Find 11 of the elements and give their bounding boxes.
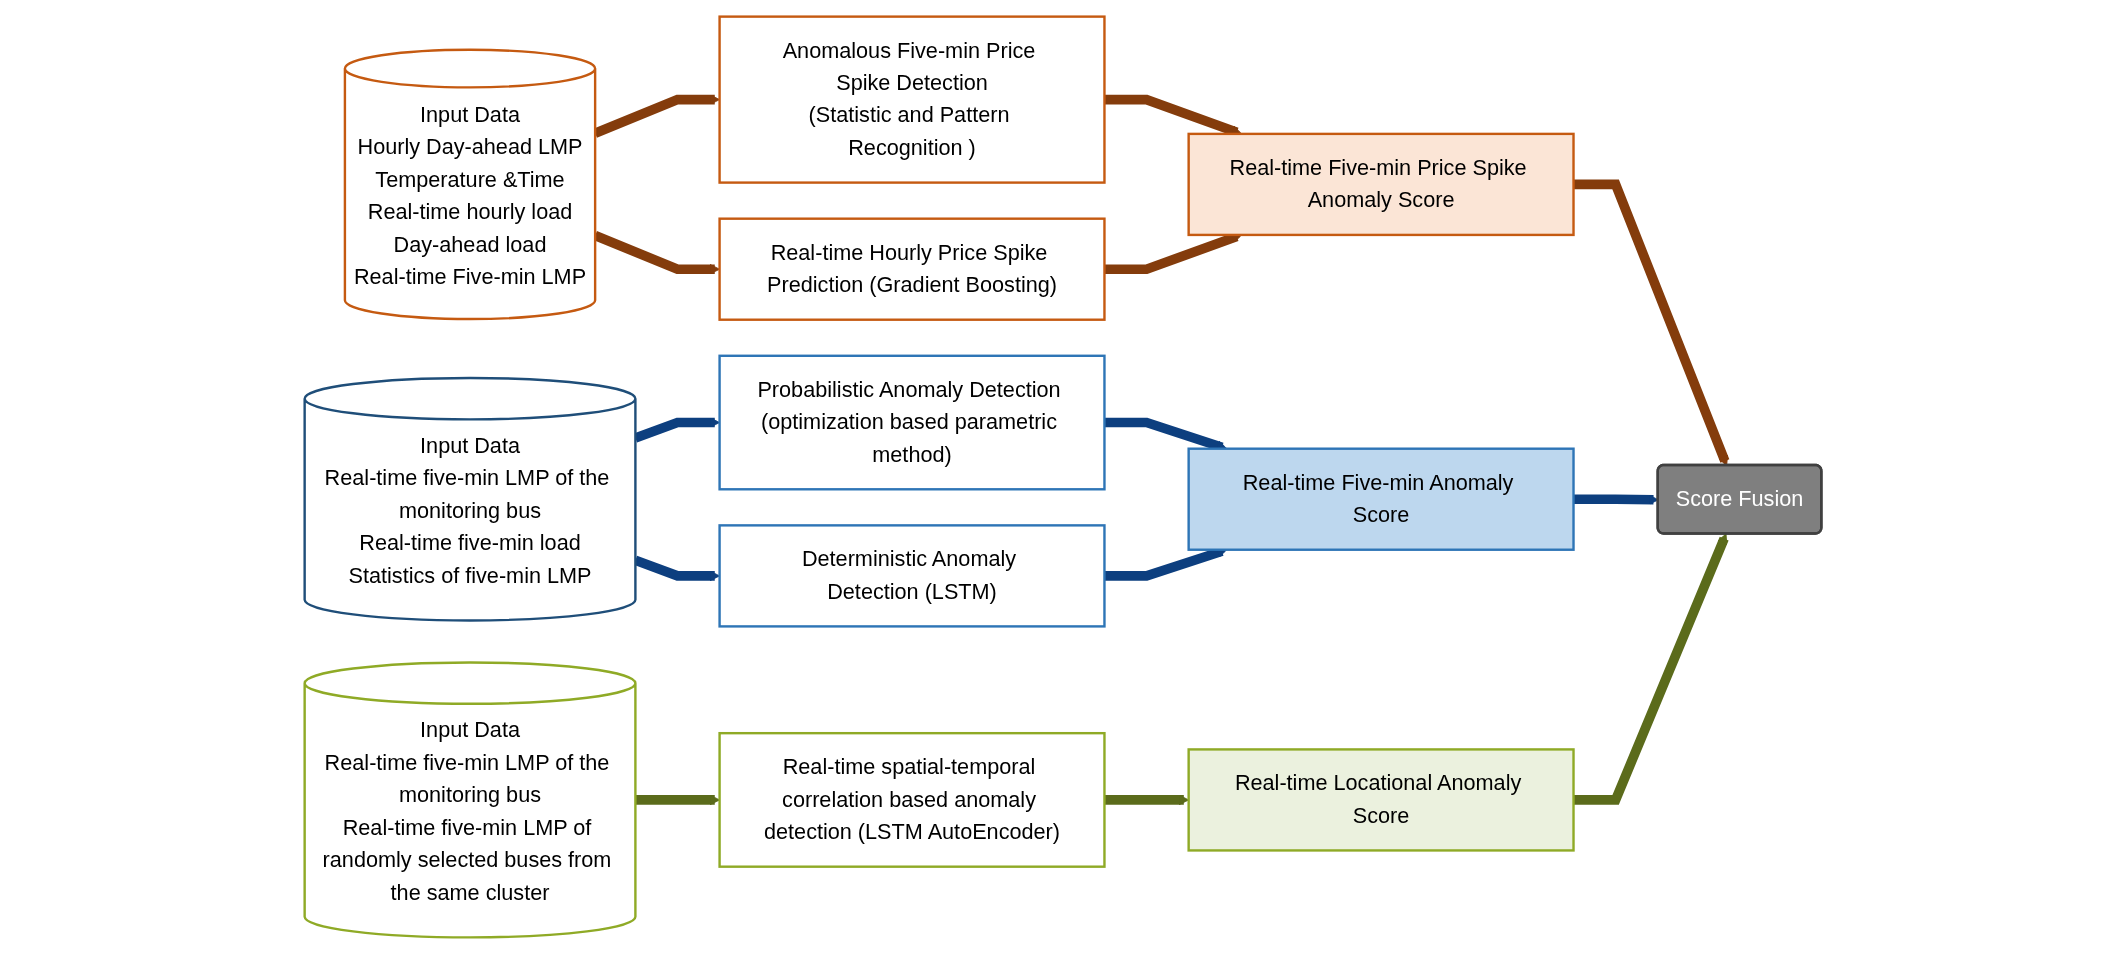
node-box: Anomalous Five-min Price Spike Detection (Statistic and Pattern Recognition ) [717, 15, 1106, 184]
arrow [1573, 533, 1729, 805]
node-box: Probabilistic Anomaly Detection (optimization based parametric method) [717, 354, 1106, 491]
node-box: Real-time spatial-temporal correlation based anomaly detection (LSTM AutoEncoder) [717, 731, 1106, 868]
node-box: Real-time Locational Anomaly Score [1186, 748, 1575, 852]
node-box: Real-time Hourly Price Spike Prediction (Gradient Boosting) [717, 217, 1106, 321]
node-box: Real-time Five-min Anomaly Score [1186, 447, 1575, 551]
arrow [634, 794, 720, 806]
node-box: Deterministic Anomaly Detection (LSTM) [717, 524, 1106, 628]
node-box: Real-time Five-min Price Spike Anomaly Score [1186, 132, 1575, 237]
arrow [1103, 794, 1189, 806]
